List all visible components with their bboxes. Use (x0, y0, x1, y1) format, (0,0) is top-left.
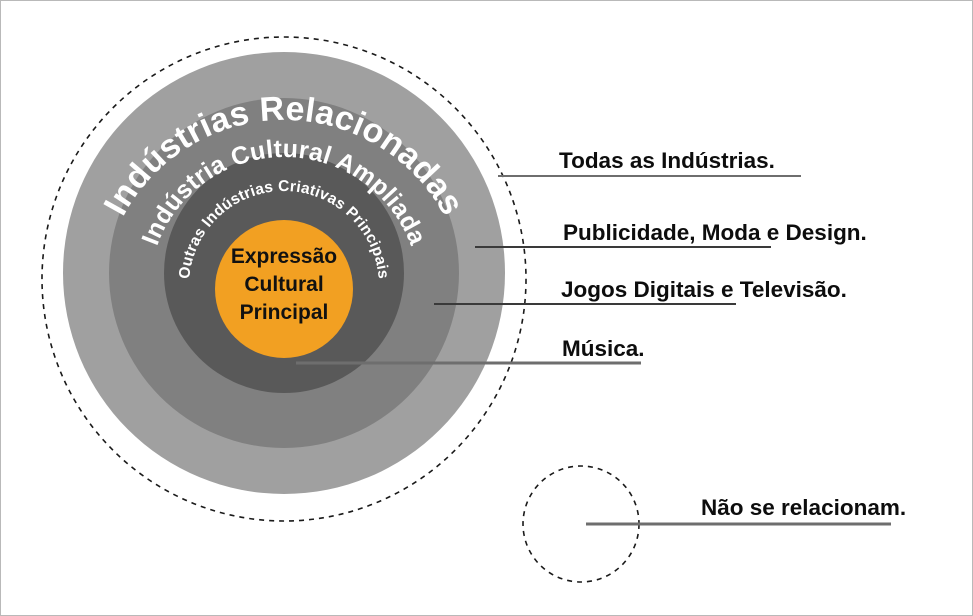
callout-label-publicidade-moda-design: Publicidade, Moda e Design. (563, 220, 867, 245)
core-label-line-1: Expressão (231, 245, 337, 268)
outer-dashed-circle (41, 36, 527, 522)
core-expressao-cultural-principal (215, 220, 353, 358)
callout-label-todas-as-industrias: Todas as Indústrias. (559, 148, 775, 173)
core-label-line-2: Cultural (244, 273, 323, 296)
callout-label-musica: Música. (562, 336, 645, 361)
core-label-line-3: Principal (240, 301, 329, 324)
callout-label-jogos-digitais-televisao: Jogos Digitais e Televisão. (561, 277, 847, 302)
callout-label-nao-se-relacionam: Não se relacionam. (701, 495, 906, 520)
